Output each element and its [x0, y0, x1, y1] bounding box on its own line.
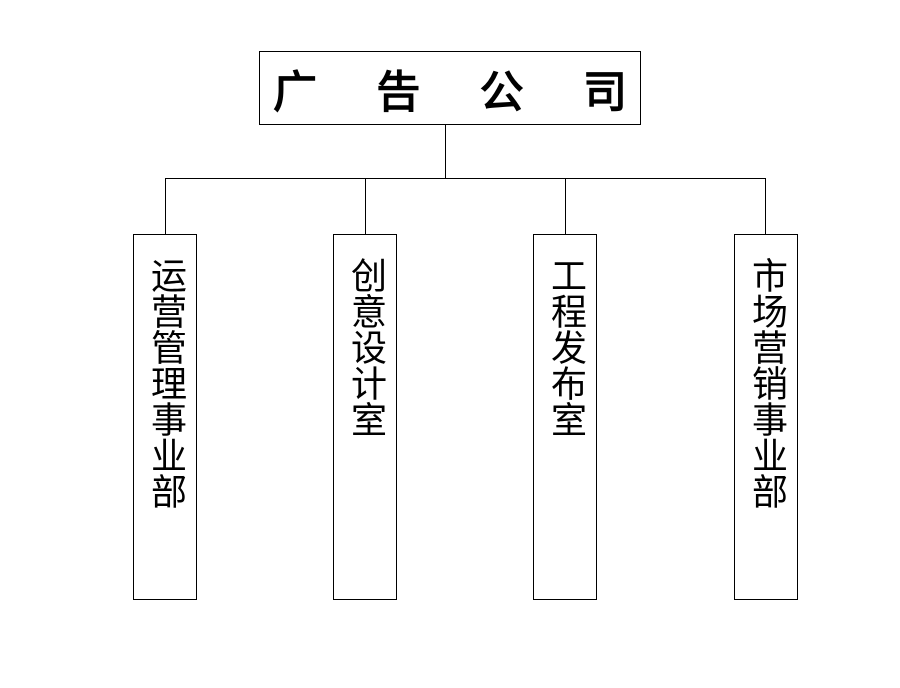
branch-bar [165, 178, 766, 179]
root-connector [445, 125, 446, 178]
root-node-label: 广 告 公 司 [273, 67, 649, 118]
child-node-label: 市场营销事业部 [746, 257, 787, 509]
child-connector [565, 178, 566, 234]
child-node-marketing: 市场营销事业部 [734, 234, 798, 600]
root-node: 广 告 公 司 [259, 51, 641, 125]
child-node-label: 创意设计室 [345, 257, 386, 437]
child-connector [165, 178, 166, 234]
child-node-engineering: 工程发布室 [533, 234, 597, 600]
child-node-creative: 创意设计室 [333, 234, 397, 600]
child-connector [765, 178, 766, 234]
child-node-label: 工程发布室 [545, 257, 586, 437]
child-node-operations: 运营管理事业部 [133, 234, 197, 600]
child-node-label: 运营管理事业部 [145, 257, 186, 509]
child-connector [365, 178, 366, 234]
